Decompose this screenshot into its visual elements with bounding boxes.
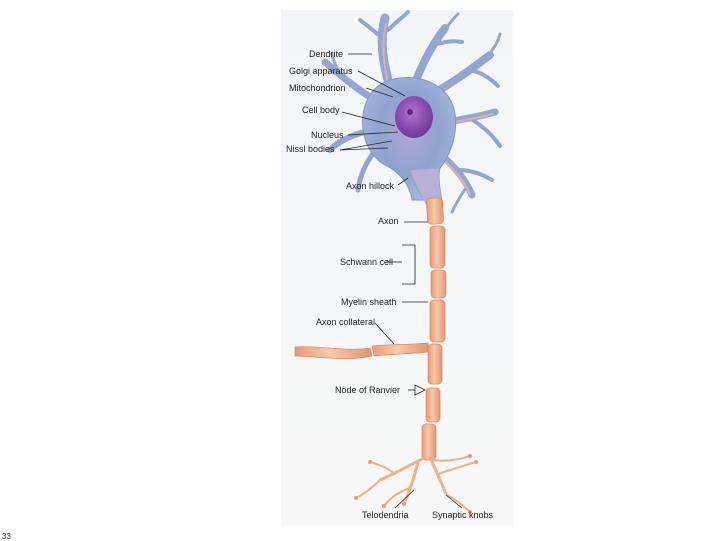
- synaptic-knob-shapes: [354, 454, 478, 514]
- label-axon-collateral: Axon collateral: [316, 317, 375, 327]
- label-node-of-ranvier: Node of Ranvier: [335, 385, 400, 395]
- label-nucleus: Nucleus: [311, 130, 344, 140]
- axon-collateral-shape: [294, 342, 429, 360]
- label-telodendria: Telodendria: [362, 510, 409, 520]
- nucleus-shape: [395, 96, 433, 138]
- label-mitochondrion: Mitochondrion: [289, 83, 346, 93]
- page-number: 33: [2, 532, 11, 541]
- schwann-bracket: [402, 244, 416, 285]
- label-cell-body: Cell body: [302, 105, 340, 115]
- label-dendrite: Dendrite: [309, 49, 343, 59]
- myelin-segments: [421, 197, 447, 461]
- label-synaptic-knobs: Synaptic knobs: [432, 510, 494, 520]
- nucleolus: [407, 109, 413, 115]
- label-schwann-cell: Schwann cell: [340, 257, 393, 267]
- label-golgi-apparatus: Golgi apparatus: [289, 66, 353, 76]
- leader-lines: [339, 53, 463, 509]
- label-axon: Axon: [378, 216, 399, 226]
- telodendria-branches: [355, 455, 477, 513]
- ranvier-pointer: [414, 384, 426, 396]
- dendrites: [321, 10, 502, 214]
- label-axon-hillock: Axon hillock: [346, 181, 395, 191]
- label-myelin-sheath: Myelin sheath: [341, 297, 397, 307]
- label-nissl-bodies: Nissl bodies: [286, 144, 335, 154]
